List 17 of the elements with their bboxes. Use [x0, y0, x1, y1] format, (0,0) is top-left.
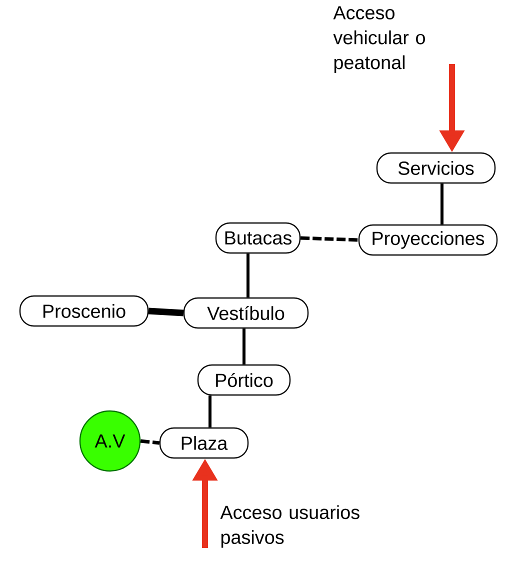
access-label: Acceso usuarios pasivos [220, 505, 360, 548]
room-box: Pórtico [197, 364, 291, 396]
room-box: Servicios [376, 152, 496, 184]
connector-line [440, 184, 444, 224]
room-box: Proyecciones [358, 224, 498, 256]
connector-line [300, 236, 358, 242]
circle-node: A.V [79, 410, 141, 472]
connector-line [242, 328, 246, 364]
connector-line [208, 396, 212, 428]
access-label: Acceso vehicular o peatonal [333, 6, 425, 73]
room-box: Proscenio [19, 295, 149, 327]
room-box: Butacas [215, 222, 301, 254]
connector-line [246, 254, 250, 298]
room-box: Vestíbulo [183, 297, 309, 329]
room-box: Plaza [159, 427, 249, 459]
connector-line [148, 308, 184, 316]
connector-line [140, 439, 160, 445]
